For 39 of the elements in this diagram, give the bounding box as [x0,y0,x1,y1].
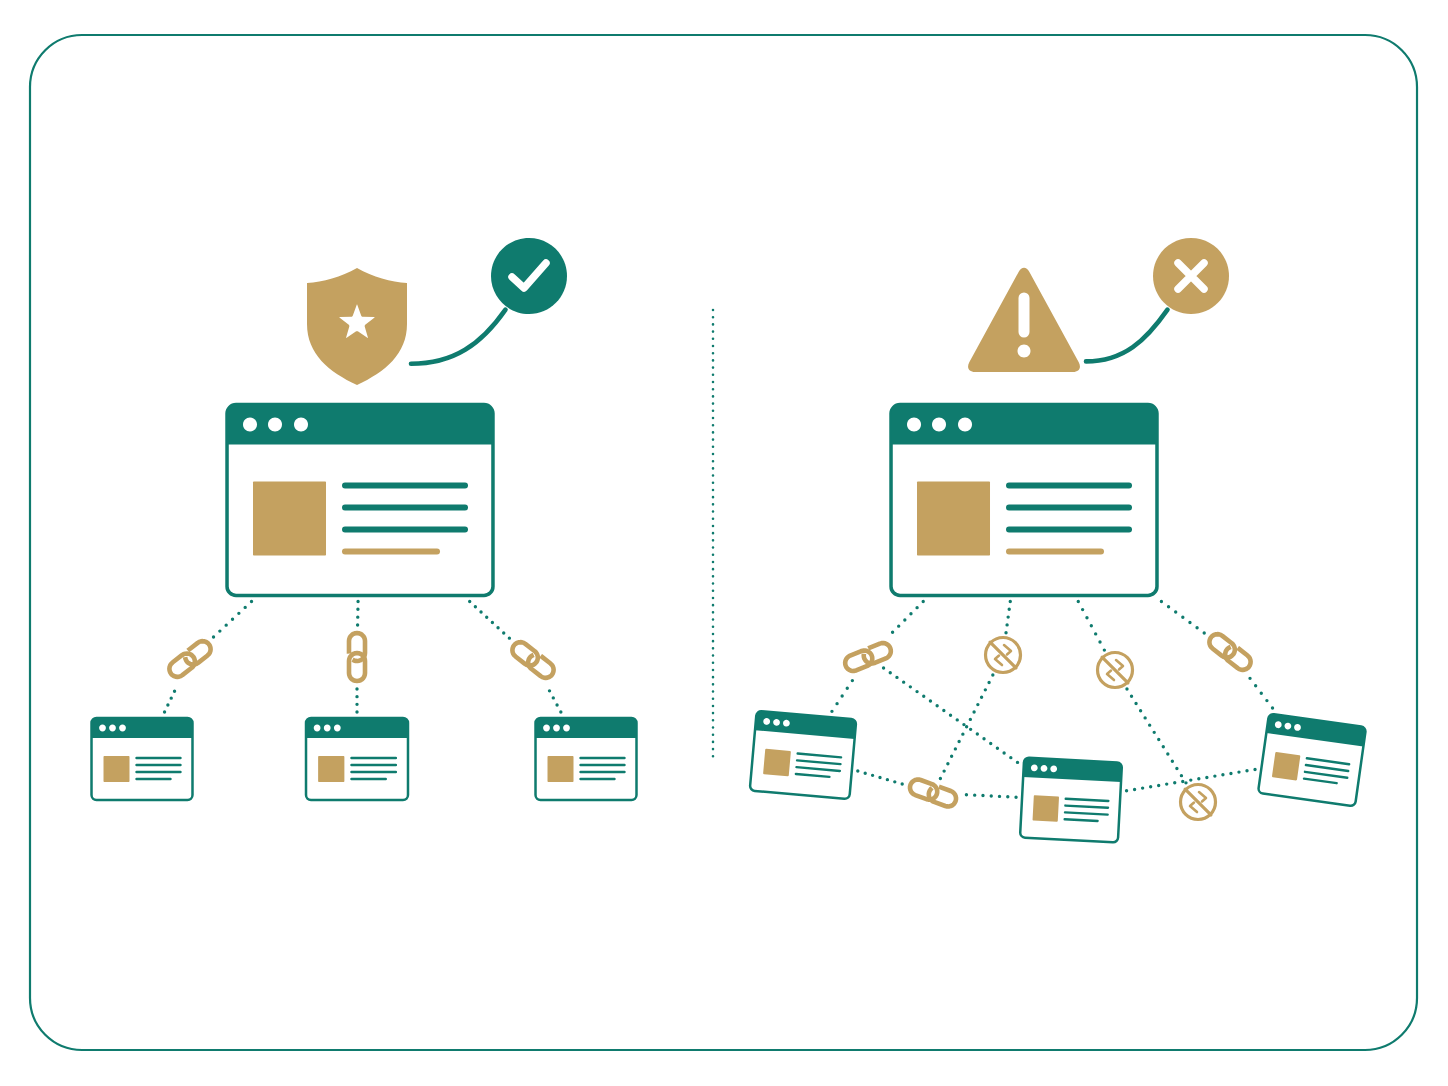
dotted-line [856,769,904,786]
browser-window [90,716,194,802]
blocked-link-icon [983,635,1023,675]
dotted-line [547,689,563,714]
chain-link-icon [907,777,959,809]
chain-link-icon [167,638,213,680]
dotted-line [1248,676,1275,710]
dotted-line [1159,599,1206,635]
browser-window [534,716,638,802]
browser-window [748,710,858,801]
chain-link-icon [842,640,894,674]
dotted-line [468,599,512,640]
dotted-line [890,599,925,635]
browser-window [1257,713,1367,808]
chain-link-icon [1207,631,1253,673]
browser-window [304,716,410,802]
dotted-line [355,687,359,714]
dotted-line [1125,687,1188,785]
dotted-line [355,599,360,627]
dotted-line [1124,767,1257,793]
dotted-line [1076,599,1107,652]
chain-link-icon [510,639,556,681]
dotted-line [964,793,1018,799]
curved-line [408,307,508,367]
dotted-line [938,673,995,781]
curved-line [1083,307,1170,364]
check-icon [491,238,567,314]
shield-icon [307,268,407,385]
chain-link-icon [346,630,368,684]
warning-icon [968,267,1080,372]
dotted-line [162,689,177,714]
dotted-line [211,599,254,639]
dotted-line [881,666,1020,765]
dotted-line [830,678,855,714]
cross-icon [1153,238,1229,314]
blocked-link-icon [1178,782,1218,822]
blocked-link-icon [1095,650,1135,690]
browser-window [1019,756,1123,844]
dotted-line [1004,599,1012,635]
